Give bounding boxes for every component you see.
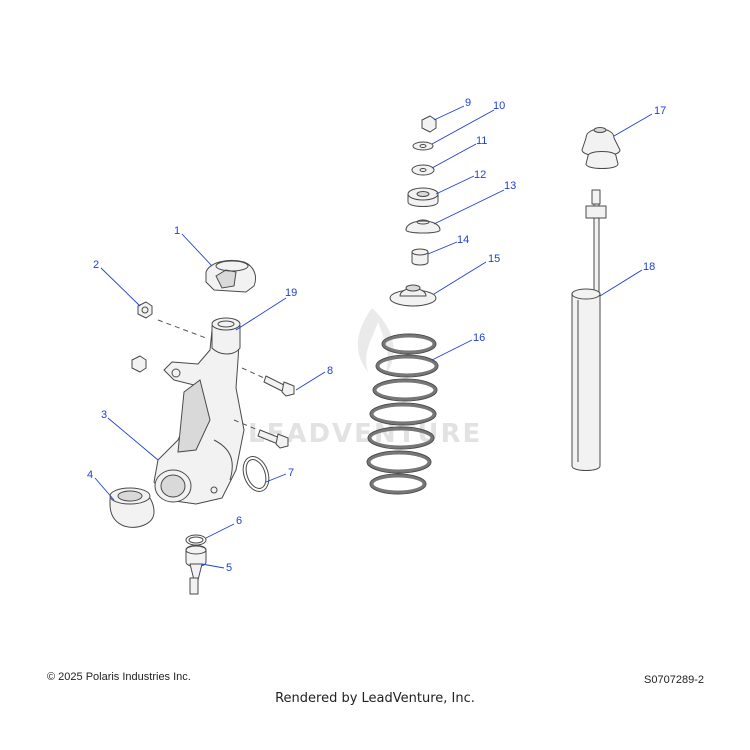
part-17-bump-stop[interactable]: [581, 127, 621, 169]
part-19-knuckle-boss[interactable]: [211, 317, 241, 355]
part-10-washer[interactable]: [412, 141, 434, 151]
callout-numbers: 1 2 3 4 5 6 7 8 9 10 11 12 13 14 15 16 1…: [87, 97, 666, 574]
callout-12[interactable]: 12: [474, 169, 486, 181]
part-15-spring-seat-top[interactable]: [389, 284, 437, 307]
callout-8[interactable]: 8: [327, 365, 333, 377]
part-5-ball-joint[interactable]: [185, 545, 207, 595]
part-3-steering-knuckle[interactable]: [153, 325, 245, 505]
callout-3[interactable]: 3: [101, 409, 107, 421]
part-4-wheel-bearing[interactable]: [109, 487, 155, 528]
callout-7[interactable]: 7: [288, 467, 294, 479]
watermark: LEADVENTURE: [248, 308, 480, 449]
callout-5[interactable]: 5: [226, 562, 232, 574]
callout-2[interactable]: 2: [93, 259, 99, 271]
knuckle-nut: [131, 355, 147, 373]
rendered-by-credit: Rendered by LeadVenture, Inc.: [275, 691, 475, 706]
leader-lines: [94, 105, 653, 569]
figure-id: S0707289-2: [644, 674, 704, 686]
part-2-nut[interactable]: [137, 301, 153, 319]
callout-19[interactable]: 19: [285, 287, 297, 299]
copyright-notice: © 2025 Polaris Industries Inc.: [47, 671, 191, 683]
part-8-bolt-lower[interactable]: [257, 429, 289, 449]
callout-6[interactable]: 6: [236, 515, 242, 527]
part-6-snap-ring[interactable]: [185, 534, 207, 546]
callout-10[interactable]: 10: [493, 100, 505, 112]
part-11-washer[interactable]: [411, 164, 435, 176]
callout-14[interactable]: 14: [457, 234, 469, 246]
part-18-shock-absorber[interactable]: [571, 189, 607, 471]
part-13-mount-cup[interactable]: [405, 219, 441, 234]
callout-9[interactable]: 9: [465, 97, 471, 109]
callout-18[interactable]: 18: [643, 261, 655, 273]
part-14-spacer[interactable]: [411, 248, 429, 266]
callout-17[interactable]: 17: [654, 105, 666, 117]
part-1-spring-seat[interactable]: [205, 259, 257, 293]
callout-4[interactable]: 4: [87, 469, 93, 481]
part-8-bolt-upper[interactable]: [263, 375, 295, 397]
part-9-nut[interactable]: [421, 115, 437, 133]
callout-15[interactable]: 15: [488, 253, 500, 265]
part-16-coil-spring[interactable]: [366, 333, 439, 495]
part-12-bushing[interactable]: [407, 187, 439, 207]
callout-13[interactable]: 13: [504, 180, 516, 192]
callout-11[interactable]: 11: [476, 135, 487, 147]
part-7-retaining-ring[interactable]: [239, 453, 274, 495]
callout-1[interactable]: 1: [174, 225, 180, 237]
callout-16[interactable]: 16: [473, 332, 485, 344]
